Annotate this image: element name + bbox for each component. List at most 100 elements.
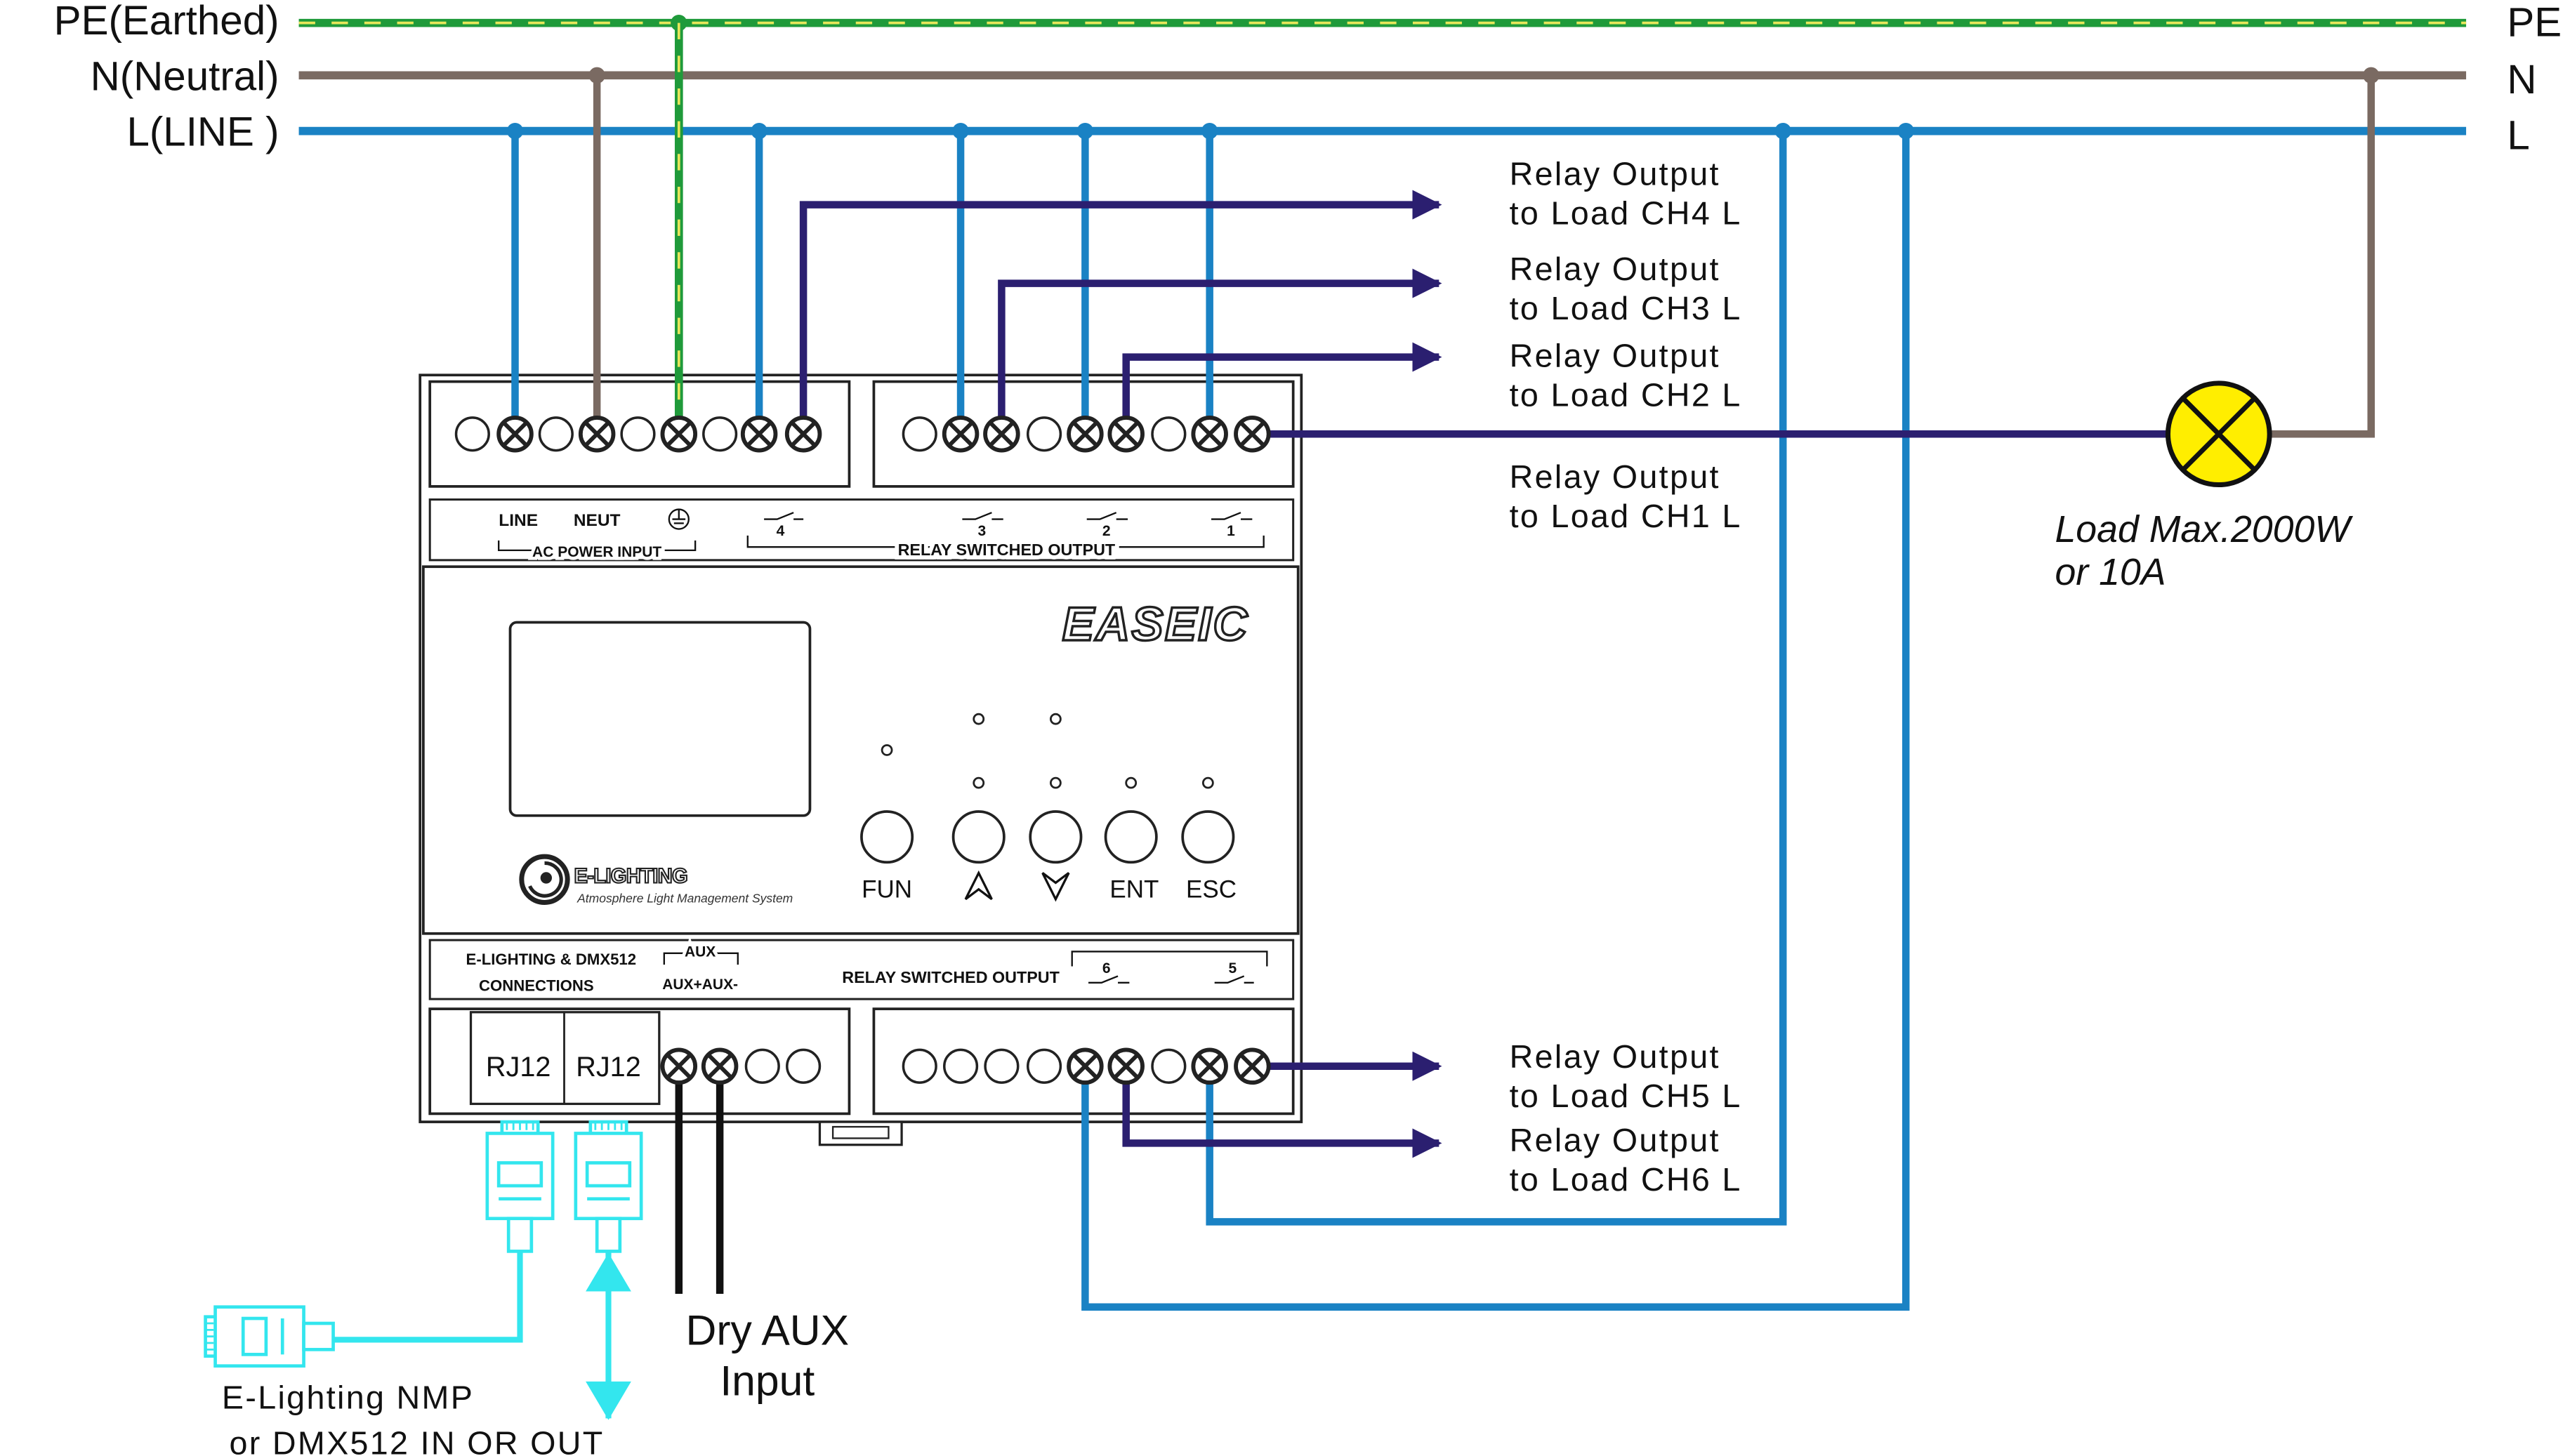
lamp-load-icon bbox=[2165, 380, 2272, 488]
terminal-empty bbox=[1151, 1048, 1187, 1084]
relay-switched-output-label: RELAY SWITCHED OUTPUT bbox=[898, 541, 1116, 559]
rj12-plug-right-icon bbox=[574, 1120, 643, 1253]
led-indicator bbox=[1049, 776, 1062, 789]
relay-wire-ch2 bbox=[1122, 342, 1442, 435]
ac-power-bracket bbox=[498, 540, 697, 552]
fun-button-label: FUN bbox=[862, 875, 912, 903]
relay-channel-5-number: 5 bbox=[1229, 960, 1237, 977]
brand-logo: EASEIC bbox=[1062, 598, 1249, 651]
terminal-empty bbox=[902, 416, 937, 452]
terminals-bottom-left bbox=[660, 1047, 822, 1085]
relay-output-ch5-line2: to Load CH5 L bbox=[1510, 1078, 1742, 1114]
e-lighting-logo-tagline: Atmosphere Light Management System bbox=[576, 891, 793, 905]
terminal-screw-ch3-in bbox=[942, 415, 980, 453]
terminal-empty bbox=[538, 416, 574, 452]
network-label-line2: or DMX512 IN OR OUT bbox=[229, 1425, 604, 1456]
line-terminal-label: LINE bbox=[499, 511, 538, 530]
relay-output-ch4-line1: Relay Output bbox=[1510, 156, 1720, 192]
load-rating-line2: or 10A bbox=[2055, 551, 2166, 593]
ac-power-input-label: AC POWER INPUT bbox=[532, 544, 661, 560]
pe-bus-label-right: PE bbox=[2507, 0, 2562, 45]
led-indicator bbox=[1049, 713, 1062, 725]
terminal-screw-ch1-in bbox=[1191, 415, 1228, 453]
aux-plus-minus-label: AUX+AUX- bbox=[662, 977, 738, 993]
up-button[interactable] bbox=[951, 810, 1006, 864]
terminal-screw-ch6-in bbox=[1067, 1047, 1104, 1085]
rj12-plug-left-icon bbox=[485, 1120, 555, 1253]
neutral-wires bbox=[593, 75, 2375, 438]
terminal-screw-ch1-out bbox=[1234, 415, 1271, 453]
down-arrow-icon bbox=[1041, 872, 1070, 902]
led-indicator bbox=[973, 776, 985, 789]
rj12-port-label-b: RJ12 bbox=[576, 1052, 641, 1083]
terminal-empty bbox=[744, 1048, 780, 1084]
relay-contact-symbols-bottom bbox=[1088, 975, 1254, 984]
dmx-bidirectional-arrow-icon bbox=[586, 1251, 631, 1420]
earth-symbol-icon bbox=[668, 508, 690, 530]
aux-input-label-line1: Dry AUX bbox=[686, 1306, 850, 1354]
led-indicator bbox=[1201, 776, 1214, 789]
terminal-empty bbox=[1151, 416, 1187, 452]
network-label-line1: E-Lighting NMP bbox=[222, 1379, 474, 1415]
relay-output-ch2-line2: to Load CH2 L bbox=[1510, 377, 1742, 413]
relay-module bbox=[419, 373, 1303, 1146]
neut-terminal-label: NEUT bbox=[574, 511, 621, 530]
terminal-empty bbox=[1026, 1048, 1062, 1084]
terminal-screw-line bbox=[496, 415, 534, 453]
terminal-screw-earth bbox=[660, 415, 698, 453]
terminal-screw-ch4-out bbox=[784, 415, 822, 453]
relay-wire-ch6 bbox=[1122, 1066, 1442, 1158]
relay-output-ch5-line1: Relay Output bbox=[1510, 1038, 1720, 1075]
relay-output-ch3-line1: Relay Output bbox=[1510, 251, 1720, 287]
terminal-screw-ch2-out bbox=[1107, 415, 1145, 453]
aux-bracket bbox=[663, 952, 739, 965]
relay-contact-symbols-top bbox=[764, 512, 1253, 520]
ent-button[interactable] bbox=[1104, 810, 1158, 864]
terminals-bottom-right bbox=[902, 1047, 1271, 1085]
terminal-empty bbox=[902, 1048, 937, 1084]
rj-plug-horizontal-icon bbox=[204, 1305, 335, 1368]
terminal-empty bbox=[984, 1048, 1020, 1084]
relay-channel-3-number: 3 bbox=[978, 523, 987, 539]
pe-bus-label: PE(Earthed) bbox=[54, 0, 279, 44]
relay-channel-4-number: 4 bbox=[777, 523, 785, 539]
relay-wire-ch4 bbox=[799, 190, 1442, 435]
line-bus-label-right: L bbox=[2507, 112, 2529, 158]
neutral-bus-label: N(Neutral) bbox=[91, 53, 279, 99]
aux-wires bbox=[675, 1066, 724, 1295]
esc-button[interactable] bbox=[1181, 810, 1235, 864]
relay-output-ch4-line2: to Load CH4 L bbox=[1510, 195, 1742, 232]
led-indicator bbox=[1125, 776, 1138, 789]
terminal-screw-ch4-in bbox=[740, 415, 778, 453]
fun-button[interactable] bbox=[860, 810, 914, 864]
relay-wire-ch3 bbox=[998, 268, 1442, 435]
terminal-screw-ch3-out bbox=[983, 415, 1020, 453]
relay-channel-1-number: 1 bbox=[1227, 523, 1235, 539]
relay-output-ch1-line1: Relay Output bbox=[1510, 458, 1720, 495]
e-lighting-logo-name: E-LIGHTING bbox=[574, 865, 687, 887]
relay-channel-6-number: 6 bbox=[1102, 960, 1111, 977]
up-arrow-icon bbox=[964, 870, 993, 901]
terminal-screw-ch5-in bbox=[1191, 1047, 1228, 1085]
relay-output-ch6-line1: Relay Output bbox=[1510, 1122, 1720, 1158]
connections-label-line2: CONNECTIONS bbox=[479, 977, 594, 994]
terminal-empty bbox=[1026, 416, 1062, 452]
line-bus-label: L(LINE ) bbox=[126, 110, 279, 155]
relay-output-wires bbox=[799, 190, 2167, 1158]
terminal-empty bbox=[620, 416, 656, 452]
bottom-label-strip bbox=[428, 939, 1295, 1000]
terminal-empty bbox=[702, 416, 738, 452]
relay-output-bracket bbox=[746, 535, 1265, 548]
relay-output-ch1-line2: to Load CH1 L bbox=[1510, 498, 1742, 534]
e-lighting-swirl-icon bbox=[519, 854, 570, 905]
rj12-port-label-a: RJ12 bbox=[486, 1052, 551, 1083]
down-button[interactable] bbox=[1029, 810, 1083, 864]
indicator-leds bbox=[881, 713, 1214, 789]
terminal-screw-aux-plus bbox=[660, 1047, 698, 1085]
led-indicator bbox=[973, 713, 985, 725]
led-indicator bbox=[881, 744, 893, 756]
terminal-screw-ch5-out bbox=[1234, 1047, 1271, 1085]
esc-button-label: ESC bbox=[1186, 875, 1237, 903]
